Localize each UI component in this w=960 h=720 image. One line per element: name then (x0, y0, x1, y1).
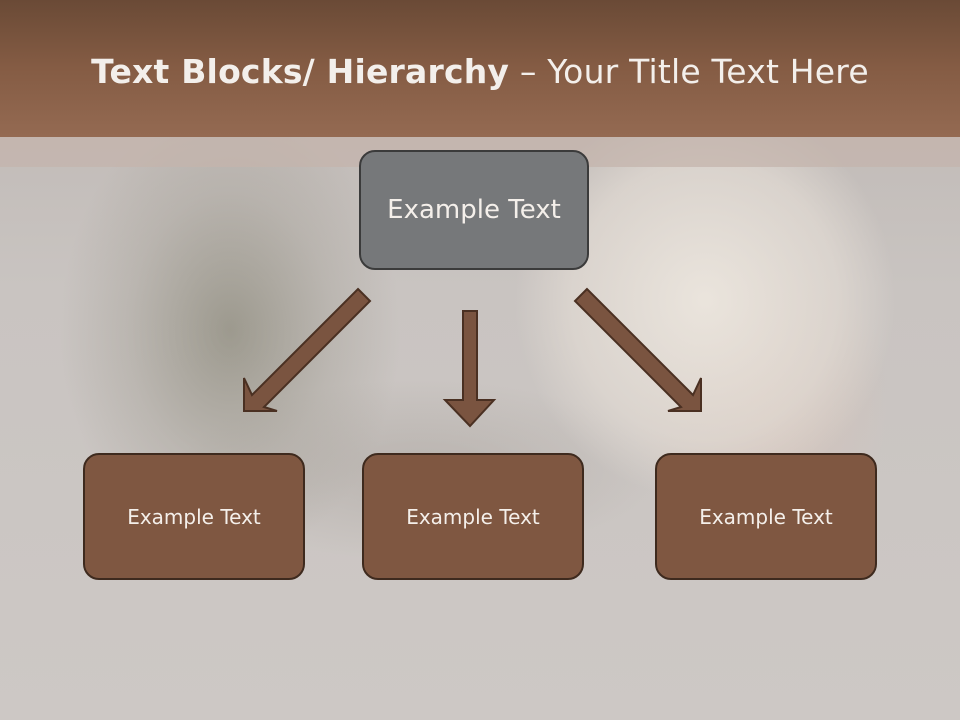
child-text-block-middle[interactable]: Example Text (362, 453, 584, 580)
slide-title-bold: Text Blocks/ Hierarchy (91, 52, 510, 91)
child-text-block-left-label: Example Text (127, 504, 261, 529)
title-bar (0, 0, 960, 137)
child-text-block-middle-label: Example Text (406, 504, 540, 529)
arrow-middle (442, 310, 497, 428)
arrow-right (573, 287, 702, 412)
slide-title: Text Blocks/ Hierarchy – Your Title Text… (0, 52, 960, 91)
root-text-block-label: Example Text (387, 195, 561, 225)
root-text-block[interactable]: Example Text (359, 150, 589, 270)
slide-title-rest: – Your Title Text Here (509, 52, 869, 91)
child-text-block-right[interactable]: Example Text (655, 453, 877, 580)
arrow-left (243, 287, 372, 412)
child-text-block-right-label: Example Text (699, 504, 833, 529)
child-text-block-left[interactable]: Example Text (83, 453, 305, 580)
